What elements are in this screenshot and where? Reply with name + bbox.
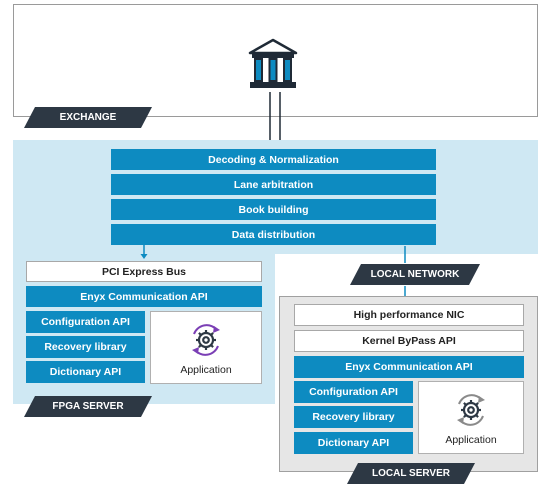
- local-network-label: LOCAL NETWORK: [370, 269, 460, 280]
- local-configuration-api: Configuration API: [294, 381, 413, 403]
- fpga-configuration-api: Configuration API: [26, 311, 145, 333]
- fpga-server-label: FPGA SERVER: [52, 401, 124, 412]
- local-network-tag: LOCAL NETWORK: [350, 264, 480, 285]
- kernel-bypass-api: Kernel ByPass API: [294, 330, 524, 352]
- local-dictionary-api: Dictionary API: [294, 432, 413, 454]
- fpga-enyx-communication-api: Enyx Communication API: [26, 286, 262, 307]
- grey-gear-cycle-icon: [457, 393, 485, 426]
- fpga-application-box: Application: [150, 311, 262, 384]
- stage-lane-arbitration: Lane arbitration: [111, 174, 436, 195]
- fpga-dictionary-api: Dictionary API: [26, 361, 145, 383]
- exchange-label: EXCHANGE: [59, 112, 117, 123]
- pci-express-bus: PCI Express Bus: [26, 261, 262, 282]
- pci-arrow: [140, 245, 148, 259]
- local-recovery-library: Recovery library: [294, 406, 413, 428]
- exchange-tag: EXCHANGE: [24, 107, 152, 128]
- local-enyx-communication-api: Enyx Communication API: [294, 356, 524, 378]
- local-application-label: Application: [445, 433, 497, 446]
- exchange-building-icon: [248, 38, 298, 88]
- fpga-recovery-library: Recovery library: [26, 336, 145, 358]
- stage-book-building: Book building: [111, 199, 436, 220]
- high-performance-nic: High performance NIC: [294, 304, 524, 326]
- fpga-application-label: Application: [180, 363, 232, 376]
- stage-data-distribution: Data distribution: [111, 224, 436, 245]
- stage-decoding: Decoding & Normalization: [111, 149, 436, 170]
- local-server-tag: LOCAL SERVER: [347, 463, 475, 484]
- purple-gear-cycle-icon: [192, 323, 220, 356]
- fpga-server-tag: FPGA SERVER: [24, 396, 152, 417]
- local-server-label: LOCAL SERVER: [372, 468, 450, 479]
- local-application-box: Application: [418, 381, 524, 454]
